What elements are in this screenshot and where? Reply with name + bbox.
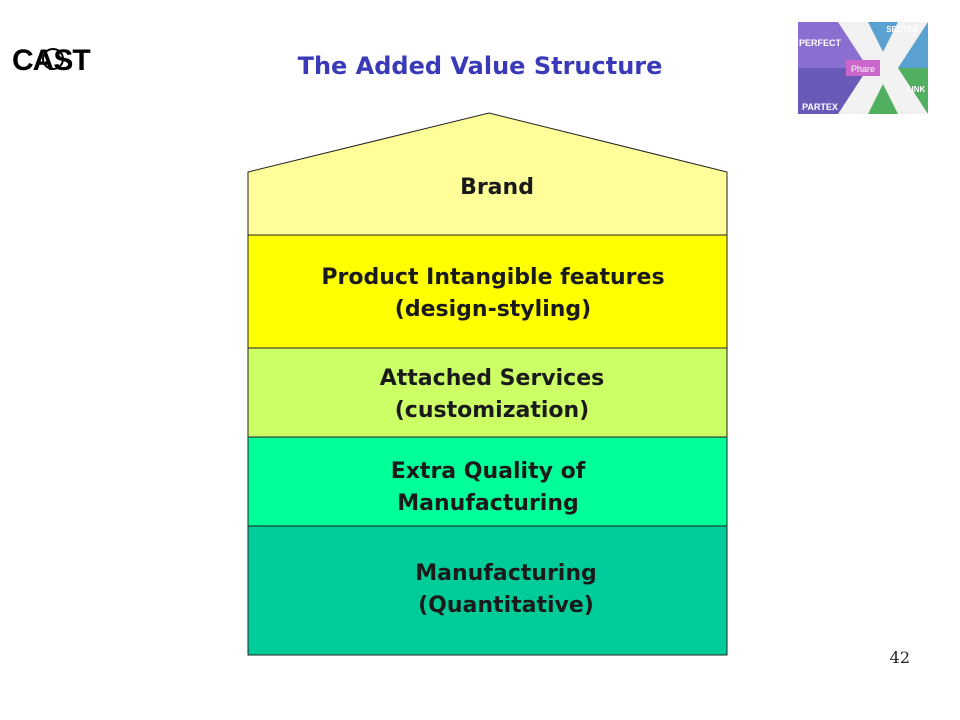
layer-brand-label: Brand [460, 175, 534, 200]
layer-services-label: (customization) [395, 398, 590, 423]
layer-extra-quality [247, 436, 728, 527]
cast-logo: CAST [12, 44, 91, 76]
layer-manufacturing-label: Manufacturing [415, 561, 597, 586]
layer-intangible-label: Product Intangible features [321, 265, 664, 290]
layer-manufacturing [247, 525, 728, 656]
phare-left-text: PERFECT [799, 38, 842, 48]
layer-services [247, 347, 728, 438]
layer-manufacturing-label: (Quantitative) [418, 593, 594, 618]
phare-bottom-text: PARTEX [802, 102, 838, 112]
phare-center-text: Phare [851, 64, 875, 74]
layer-brand [247, 112, 728, 236]
phare-right-text: LINK [907, 85, 926, 94]
cast-logo-ring [42, 48, 64, 70]
layer-intangible-label: (design-styling) [395, 297, 591, 322]
phare-top-text: SEETEX [886, 25, 918, 34]
layer-services-label: Attached Services [380, 366, 605, 391]
phare-logo: Phare SEETEX PERFECT LINK PARTEX [798, 22, 928, 114]
layer-extra-quality-label: Manufacturing [397, 491, 579, 516]
layer-intangible [247, 234, 728, 349]
page-number: 42 [889, 648, 910, 667]
slide-title: The Added Value Structure [297, 52, 663, 80]
layer-extra-quality-label: Extra Quality of [391, 459, 586, 484]
